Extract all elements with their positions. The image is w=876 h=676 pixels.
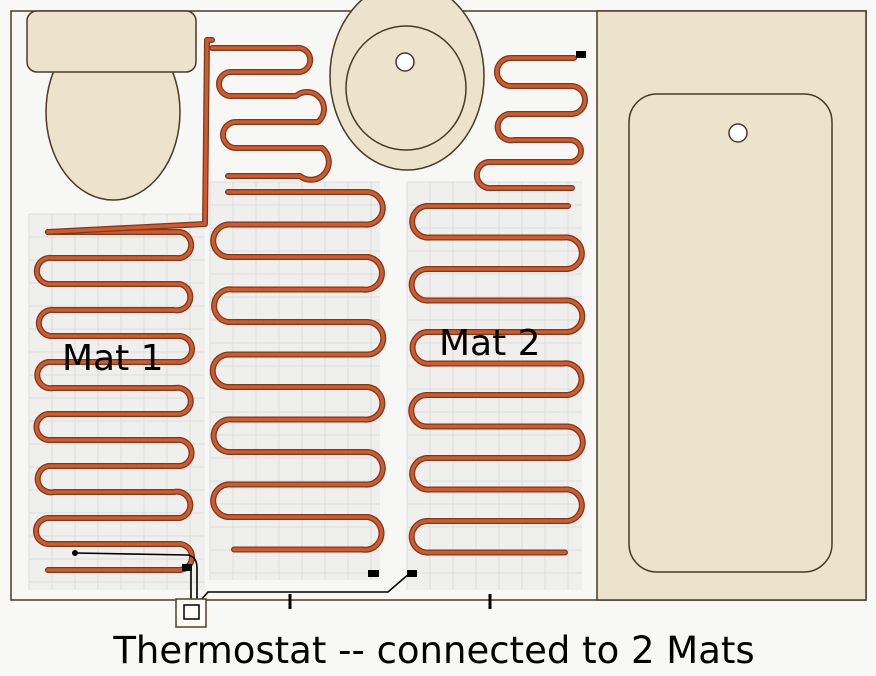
mat-2-area xyxy=(407,182,582,590)
mat1-sensor-tip xyxy=(72,550,78,556)
mat2-cable xyxy=(409,204,585,555)
caption: Thermostat -- connected to 2 Mats xyxy=(112,629,754,672)
toilet xyxy=(26,10,197,201)
mat1-left-cable xyxy=(34,230,194,572)
mat2-upper-cable xyxy=(475,56,587,190)
sink xyxy=(329,0,485,171)
mat2-label: Mat 2 xyxy=(439,323,541,364)
thermostat xyxy=(175,598,207,628)
mat2-cable-start xyxy=(368,570,379,577)
mat-1-left xyxy=(28,213,205,590)
cable-end-cap xyxy=(576,51,586,58)
mat1-sensor-wire xyxy=(74,552,198,600)
thermostat-display xyxy=(183,604,200,620)
mat-1-middle-area xyxy=(210,182,380,580)
mat1-cable-end xyxy=(182,564,192,571)
sink-drain-icon xyxy=(395,52,415,72)
mat-1-middle xyxy=(209,181,380,580)
mat-1-left-area xyxy=(29,214,205,590)
mat1-label: Mat 1 xyxy=(62,338,164,379)
mat1-connector-cable xyxy=(46,38,214,234)
sink-basin xyxy=(345,25,467,151)
bathtub-drain-icon xyxy=(728,123,748,143)
mat1-middle-cable xyxy=(211,190,385,552)
toilet-tank xyxy=(26,10,197,73)
bathtub-basin xyxy=(628,93,833,573)
mat1-upper-cable xyxy=(210,46,331,182)
mat2-power-wire xyxy=(200,572,411,601)
mat2-cable-end xyxy=(407,570,417,577)
heating-cables xyxy=(33,37,589,573)
bathtub xyxy=(596,10,867,601)
mat-2 xyxy=(406,181,582,590)
